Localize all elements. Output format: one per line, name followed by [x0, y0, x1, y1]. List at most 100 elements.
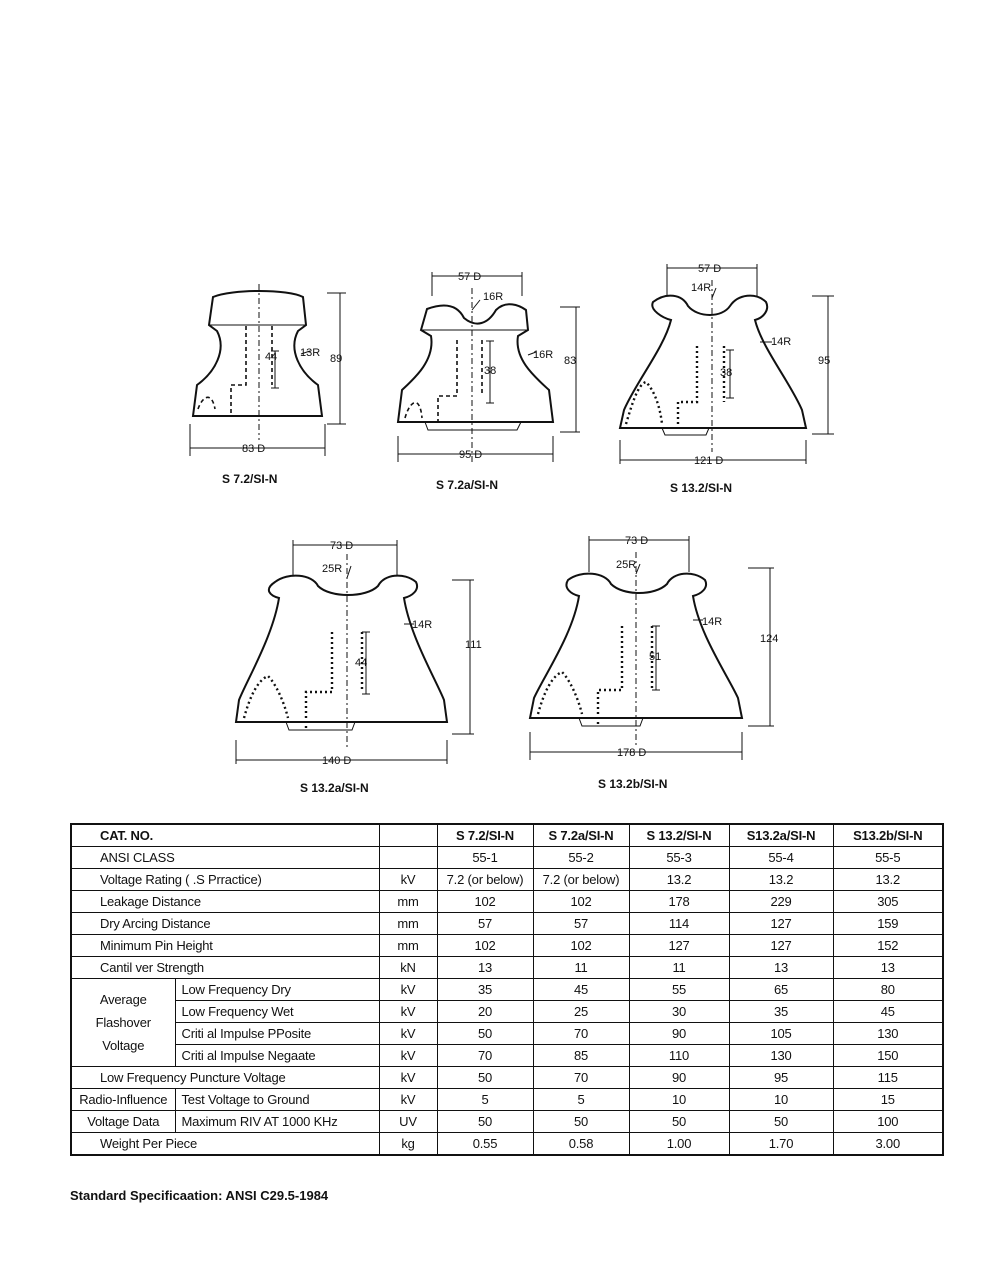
- row-value: 20: [436, 1000, 534, 1023]
- drawing-3-radius-label: 14R: [771, 336, 791, 348]
- row-value: 152: [832, 934, 944, 957]
- row-label: Low Frequency Dry: [174, 978, 380, 1001]
- row-value: 150: [832, 1044, 944, 1067]
- row-value: 55-5: [832, 846, 944, 869]
- header-model: S 7.2/SI-N: [436, 823, 534, 847]
- row-value: 95: [728, 1066, 834, 1089]
- drawing-4-radius-label: 14R: [412, 619, 432, 631]
- row-value: 13.2: [832, 868, 944, 891]
- row-value: 50: [436, 1066, 534, 1089]
- drawing-4-radius-top-label: 25R: [322, 563, 342, 575]
- drawing-2-width-label: 95 D: [459, 449, 482, 461]
- row-value: 65: [728, 978, 834, 1001]
- header-model: S 13.2/SI-N: [628, 823, 730, 847]
- drawing-5-caption: S 13.2b/SI-N: [598, 777, 667, 791]
- row-value: 130: [832, 1022, 944, 1045]
- drawing-2-height-label: 83: [564, 355, 576, 367]
- table-row: Criti al Impulse Negaate kV 70 85 110 13…: [71, 1044, 944, 1067]
- row-value: 305: [832, 890, 944, 913]
- drawing-2-pin-label: 38: [484, 365, 496, 377]
- row-value: 55: [628, 978, 730, 1001]
- header-model: S13.2b/SI-N: [832, 823, 944, 847]
- row-label: Test Voltage to Ground: [174, 1088, 380, 1111]
- row-value: 25: [532, 1000, 630, 1023]
- table-row: Cantil ver Strength kN 13 11 11 13 13: [70, 956, 944, 979]
- drawing-4-height-label: 111: [465, 639, 482, 651]
- drawing-1-pin-label: 44: [265, 351, 277, 363]
- table-row: ANSI CLASS 55-1 55-2 55-3 55-4 55-5: [70, 846, 944, 869]
- row-value: 127: [628, 934, 730, 957]
- table-row: Minimum Pin Height mm 102 102 127 127 15…: [70, 934, 944, 957]
- drawing-1-height-label: 89: [330, 353, 342, 365]
- row-unit: kV: [378, 1044, 438, 1067]
- row-value: 115: [832, 1066, 944, 1089]
- row-value: 45: [532, 978, 630, 1001]
- row-label: Leakage Distance: [70, 890, 380, 913]
- row-value: 0.55: [436, 1132, 534, 1156]
- row-value: 55-4: [728, 846, 834, 869]
- row-label: ANSI CLASS: [70, 846, 380, 869]
- drawing-3-radius-top-label: 14R: [691, 282, 711, 294]
- drawing-5-top-label: 73 D: [625, 535, 648, 547]
- row-unit: kV: [378, 868, 438, 891]
- row-unit: mm: [378, 890, 438, 913]
- drawing-5-height-label: 124: [760, 633, 778, 645]
- row-value: 55-2: [532, 846, 630, 869]
- row-value: 50: [728, 1110, 834, 1133]
- drawing-5-radius-top-label: 25R: [616, 559, 636, 571]
- row-value: 114: [628, 912, 730, 935]
- drawing-3-top-label: 57 D: [698, 263, 721, 275]
- row-value: 127: [728, 934, 834, 957]
- drawing-4-pin-label: 44: [355, 657, 367, 669]
- header-row: CAT. NO. S 7.2/SI-N S 7.2a/SI-N S 13.2/S…: [70, 823, 944, 847]
- radio-group-label-1: Radio-Influence: [70, 1088, 176, 1111]
- row-value: 100: [832, 1110, 944, 1133]
- row-value: 13: [728, 956, 834, 979]
- table-row: Leakage Distance mm 102 102 178 229 305: [70, 890, 944, 913]
- header-unit: [378, 823, 438, 847]
- row-label: Criti al Impulse Negaate: [174, 1044, 380, 1067]
- row-value: 90: [628, 1022, 730, 1045]
- drawing-2-top-label: 57 D: [458, 271, 481, 283]
- row-value: 55-1: [436, 846, 534, 869]
- row-label: Dry Arcing Distance: [70, 912, 380, 935]
- row-value: 45: [832, 1000, 944, 1023]
- row-value: 102: [532, 934, 630, 957]
- drawing-2-caption: S 7.2a/SI-N: [436, 478, 498, 492]
- row-value: 13.2: [628, 868, 730, 891]
- row-value: 50: [628, 1110, 730, 1133]
- drawing-4-width-label: 140 D: [322, 755, 351, 767]
- row-label: Minimum Pin Height: [70, 934, 380, 957]
- row-value: 3.00: [832, 1132, 944, 1156]
- table-row: Criti al Impulse PPosite kV 50 70 90 105…: [71, 1022, 944, 1045]
- row-unit: mm: [378, 912, 438, 935]
- flashover-group-label: Average Flashover Voltage: [70, 978, 176, 1067]
- table-row: Voltage Rating ( .S Prractice) kV 7.2 (o…: [70, 868, 944, 891]
- row-value: 15: [832, 1088, 944, 1111]
- standard-specification-note: Standard Specificaation: ANSI C29.5-1984: [70, 1188, 329, 1203]
- row-value: 70: [436, 1044, 534, 1067]
- row-value: 11: [628, 956, 730, 979]
- row-value: 229: [728, 890, 834, 913]
- row-value: 178: [628, 890, 730, 913]
- row-value: 85: [532, 1044, 630, 1067]
- row-value: 105: [728, 1022, 834, 1045]
- drawing-5-width-label: 178 D: [617, 747, 646, 759]
- table-row: Low Frequency Puncture Voltage kV 50 70 …: [70, 1066, 944, 1089]
- drawing-s72: 44 13R 89 83 D S 7.2/SI-N: [189, 284, 346, 486]
- drawing-1-radius-label: 13R: [300, 347, 320, 359]
- row-value: 102: [436, 890, 534, 913]
- row-value: 130: [728, 1044, 834, 1067]
- drawing-3-width-label: 121 D: [694, 455, 723, 467]
- row-value: 57: [436, 912, 534, 935]
- table-row: Radio-Influence Test Voltage to Ground k…: [70, 1088, 944, 1111]
- drawing-4-caption: S 13.2a/SI-N: [300, 781, 369, 795]
- drawing-1-caption: S 7.2/SI-N: [222, 472, 277, 486]
- row-unit: mm: [378, 934, 438, 957]
- row-value: 13: [832, 956, 944, 979]
- row-label: Criti al Impulse PPosite: [174, 1022, 380, 1045]
- insulator-drawings: 44 13R 89 83 D S 7.2/SI-N 57 D 16R 16R 3…: [189, 263, 834, 795]
- table-row: Weight Per Piece kg 0.55 0.58 1.00 1.70 …: [70, 1132, 944, 1156]
- row-unit: kV: [378, 1000, 438, 1023]
- table-row: Average Flashover Voltage Low Frequency …: [70, 978, 944, 1067]
